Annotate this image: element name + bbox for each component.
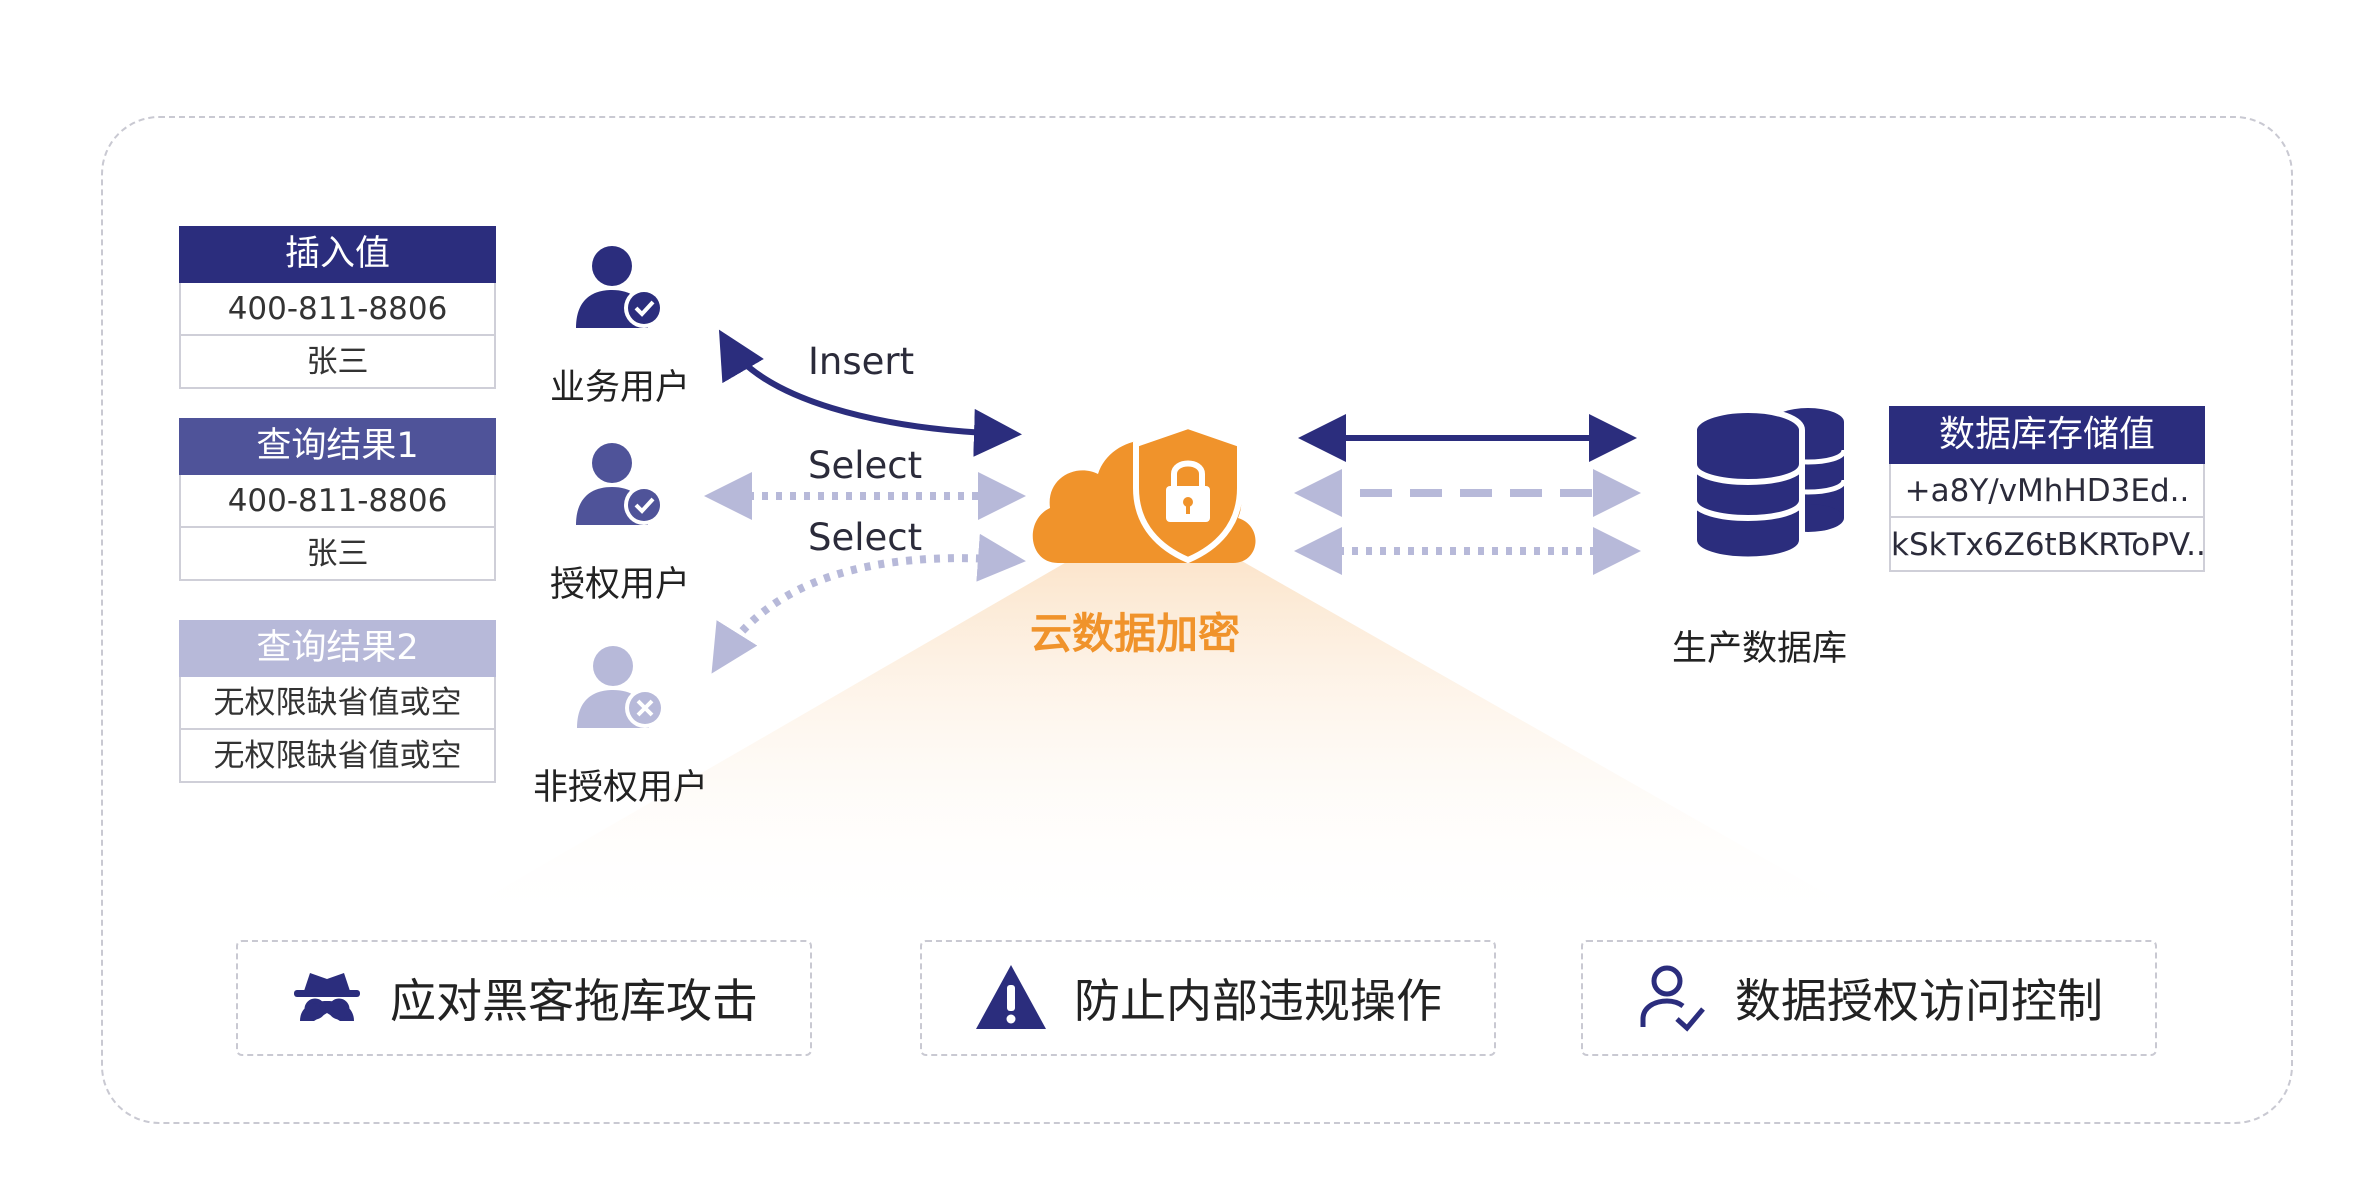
table-cell: kSkTx6Z6tBKRToPV.. bbox=[1889, 518, 2205, 572]
warning-icon bbox=[976, 965, 1046, 1029]
unauthorized-user-label: 非授权用户 bbox=[532, 768, 708, 808]
business-user: 业务用户 bbox=[535, 240, 705, 410]
authorized-user: 授权用户 bbox=[535, 437, 705, 607]
select-flow-label: Select bbox=[808, 444, 923, 487]
select-flow-label-2: Select bbox=[808, 516, 923, 559]
table-header: 数据库存储值 bbox=[1889, 406, 2205, 464]
feature-card-access: 数据授权访问控制 bbox=[1581, 940, 2157, 1056]
table-cell: 张三 bbox=[179, 336, 496, 389]
unauthorized-user: 非授权用户 bbox=[518, 640, 723, 810]
cloud-shield-icon bbox=[1032, 422, 1256, 564]
table-cell: 400-811-8806 bbox=[179, 283, 496, 336]
feature-card-hacker: 应对黑客拖库攻击 bbox=[236, 940, 812, 1056]
table-cell: +a8Y/vMhHD3Ed.. bbox=[1889, 464, 2205, 518]
authorized-user-label: 授权用户 bbox=[549, 565, 690, 605]
table-header: 查询结果1 bbox=[179, 418, 496, 475]
table-cell: 400-811-8806 bbox=[179, 475, 496, 528]
table-cell: 无权限缺省值或空 bbox=[179, 677, 496, 730]
database-table: 数据库存储值 +a8Y/vMhHD3Ed.. kSkTx6Z6tBKRToPV.… bbox=[1889, 406, 2205, 572]
user-x-icon bbox=[576, 646, 665, 728]
feature-label: 应对黑客拖库攻击 bbox=[390, 974, 758, 1028]
query1-table: 查询结果1 400-811-8806 张三 bbox=[179, 418, 496, 581]
user-check-icon bbox=[576, 246, 664, 328]
table-cell: 无权限缺省值或空 bbox=[179, 730, 496, 783]
insert-flow-label: Insert bbox=[808, 340, 915, 383]
user-check-icon bbox=[576, 443, 664, 525]
table-cell: 张三 bbox=[179, 528, 496, 581]
hacker-icon bbox=[294, 973, 360, 1021]
table-header: 插入值 bbox=[179, 226, 496, 283]
table-header: 查询结果2 bbox=[179, 620, 496, 677]
feature-label: 防止内部违规操作 bbox=[1074, 974, 1442, 1028]
database-label: 生产数据库 bbox=[1672, 629, 1848, 669]
insert-table: 插入值 400-811-8806 张三 bbox=[179, 226, 496, 389]
user-check-icon bbox=[1640, 965, 1705, 1032]
query2-table: 查询结果2 无权限缺省值或空 无权限缺省值或空 bbox=[179, 620, 496, 783]
feature-label: 数据授权访问控制 bbox=[1735, 974, 2103, 1028]
encryption-label: 云数据加密 bbox=[1030, 609, 1241, 658]
diagram-frame bbox=[101, 116, 2293, 1124]
database-icon bbox=[1691, 407, 1847, 563]
business-user-label: 业务用户 bbox=[549, 368, 690, 408]
feature-card-warning: 防止内部违规操作 bbox=[920, 940, 1496, 1056]
